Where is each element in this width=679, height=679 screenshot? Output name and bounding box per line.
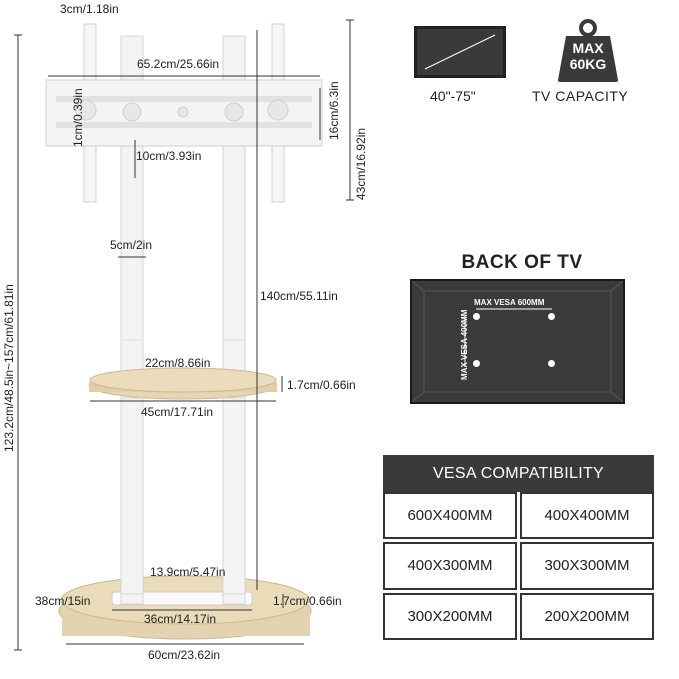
mount-hole xyxy=(548,360,555,367)
shelf-thickness-label: 1.7cm/0.66in xyxy=(287,378,356,392)
weight-icon xyxy=(558,19,618,82)
vesa-cell: 300X300MM xyxy=(520,542,654,590)
weight-line2: 60KG xyxy=(569,56,607,72)
base-depth-label: 38cm/15in xyxy=(35,594,91,608)
slot-height-label: 1cm/0.39in xyxy=(71,88,85,147)
total-height-label: 123.2cm/48.5in~157cm/61.81in xyxy=(2,284,16,452)
vesa-table-header: VESA COMPATIBILITY xyxy=(383,455,654,492)
bracket-inner-label: 16cm/6.3in xyxy=(327,81,341,140)
base-width-label: 60cm/23.62in xyxy=(148,648,221,662)
bracket-height-label: 43cm/16.92in xyxy=(354,127,368,200)
shelf-depth-label: 22cm/8.66in xyxy=(145,356,211,370)
pole-spacing-label: 10cm/3.93in xyxy=(136,149,202,163)
pole-diameter-label: 5cm/2in xyxy=(110,238,153,252)
vesa-cell: 400X300MM xyxy=(383,542,517,590)
pole-height-label: 140cm/55.11in xyxy=(260,289,338,303)
weight-text: MAX 60KG xyxy=(556,40,620,72)
vesa-horizontal-label: MAX VESA 600MM xyxy=(474,298,545,307)
tv-size-icon xyxy=(414,26,506,78)
mount-hole xyxy=(548,313,555,320)
vesa-cell: 200X200MM xyxy=(520,592,654,640)
mount-hole xyxy=(473,360,480,367)
mount-hole xyxy=(473,313,480,320)
capacity-label: TV CAPACITY xyxy=(532,88,629,104)
weight-line1: MAX xyxy=(572,40,604,56)
base-plate xyxy=(111,591,253,606)
vesa-cell: 400X400MM xyxy=(520,492,654,540)
tv-size-label: 40"-75" xyxy=(430,88,476,104)
back-of-tv-panel xyxy=(410,279,625,404)
base-thickness-label: 1.7cm/0.66in xyxy=(273,594,342,608)
back-of-tv-title: BACK OF TV xyxy=(461,252,583,273)
vesa-vertical-label: MAX VESA 400MM xyxy=(460,309,469,380)
vesa-table: 600X400MM 400X400MM 400X300MM 300X300MM … xyxy=(383,492,654,640)
clamp-width-label: 3cm/1.18in xyxy=(60,2,119,16)
bracket-width-label: 65.2cm/25.66in xyxy=(137,57,220,71)
vesa-cell: 600X400MM xyxy=(383,492,517,540)
base-plate-label: 36cm/14.17in xyxy=(144,612,217,626)
vesa-cell: 300X200MM xyxy=(383,592,517,640)
base-inner-label: 13.9cm/5.47in xyxy=(150,565,226,579)
shelf-width-label: 45cm/17.71in xyxy=(141,405,214,419)
